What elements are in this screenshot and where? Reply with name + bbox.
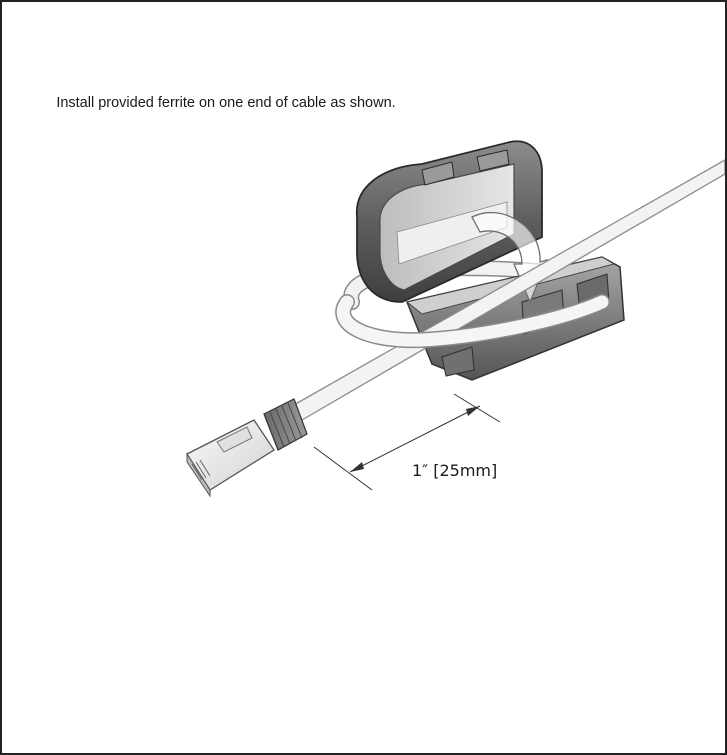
dimension-marker: 1″ [25mm] (313, 393, 501, 491)
rj45-connector (186, 398, 308, 498)
instruction-text: Install provided ferrite on one end of c… (56, 95, 396, 111)
dimension-label: 1″ [25mm] (412, 461, 497, 480)
ferrite-upper-half (356, 140, 543, 303)
cable-loop-front (335, 294, 610, 349)
